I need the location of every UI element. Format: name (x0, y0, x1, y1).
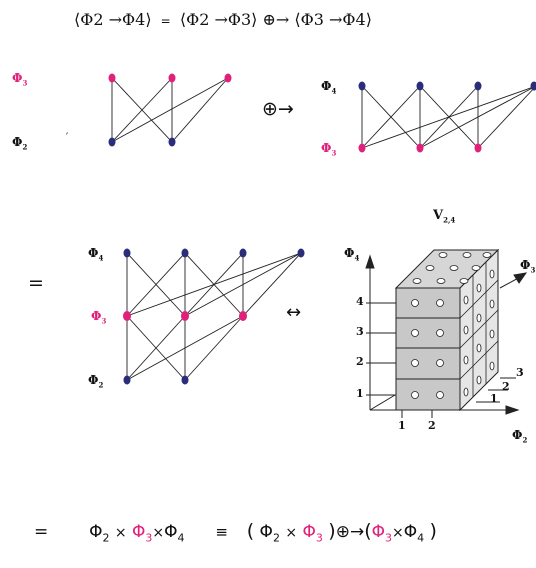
cube-axis-phi3: Φ3 (520, 258, 536, 275)
graph-phi3-phi4-nodes (358, 81, 536, 153)
graph-phi2-phi3-edges (111, 77, 229, 143)
top-equation: ⟨Φ2 →Φ4⟩ = ⟨Φ2 →Φ3⟩ ⊕→ ⟨Φ3 →Φ4⟩ (74, 10, 372, 29)
graph-phi3-phi4-edges (361, 85, 536, 149)
cube-z-tick-2: 2 (502, 380, 510, 393)
bottom-open-paren-1: ( (246, 520, 255, 542)
bottom-close-paren-2: ) (429, 520, 437, 542)
cube-x-tick-1: 1 (398, 419, 406, 432)
cube-y-tick-4: 4 (356, 295, 364, 308)
label-phi2-graph-a: Φ2 (12, 135, 28, 152)
label-phi2-graph-c: Φ2 (88, 373, 104, 390)
bottom-phi2-b: Φ2 (259, 522, 280, 545)
cube-z-tick-3: 3 (516, 366, 524, 379)
graph-composed-nodes (123, 248, 305, 385)
top-equation-left: ⟨Φ2 →Φ4⟩ (74, 10, 152, 29)
bottom-equation: = Φ2 × Φ3×Φ4 ≡ ( Φ2 × Φ3 )⊕→(Φ3×Φ4 ) (34, 520, 437, 544)
label-phi3-graph-a: Φ3 (12, 71, 28, 88)
bottom-phi3-b: Φ3 (302, 522, 323, 545)
oplus-arrow-1: ⊕→ (262, 98, 294, 120)
label-phi3-graph-c: Φ3 (91, 309, 107, 326)
cube-y-tick-2: 2 (356, 355, 364, 368)
bottom-phi4-c: Φ4 (403, 522, 425, 545)
bottom-phi4: Φ4 (164, 522, 185, 545)
bottom-open-paren-2: ( (364, 520, 372, 542)
bottom-times-2: × (152, 525, 165, 541)
bottom-oplus-arrow: ⊕→ (335, 522, 365, 542)
equals-sign-middle: = (28, 272, 44, 294)
graph-composed-edges (126, 252, 302, 381)
label-phi4-graph-b: Φ4 (321, 79, 337, 96)
cube-y-tick-3: 3 (356, 325, 364, 338)
cube-axis-phi4: Φ4 (344, 246, 360, 263)
bottom-phi2: Φ2 (89, 522, 110, 545)
bottom-phi3-c: Φ3 (371, 522, 393, 545)
equivalence-arrow: ↔ (286, 302, 302, 323)
bottom-times-3: × (285, 525, 298, 541)
bottom-times-4: × (392, 525, 404, 541)
top-equation-equals: = (160, 14, 171, 28)
stray-tick-mark: ´ (64, 133, 69, 144)
cube-figure (365, 248, 528, 418)
bottom-close-paren-1: ) (328, 520, 336, 542)
cube-title-v24: V2,4 (433, 208, 456, 225)
cube-axis-phi2: Φ2 (512, 428, 528, 445)
graph-phi2-phi3-nodes (108, 73, 232, 147)
top-equation-right: ⟨Φ2 →Φ3⟩ ⊕→ ⟨Φ3 →Φ4⟩ (179, 10, 372, 29)
label-phi4-graph-c: Φ4 (88, 246, 104, 263)
bottom-times-1: × (114, 525, 127, 541)
bottom-phi3: Φ3 (132, 522, 153, 545)
bottom-equals: = (34, 522, 49, 542)
label-phi3-graph-b: Φ3 (321, 141, 337, 158)
cube-y-tick-1: 1 (356, 387, 364, 400)
cube-x-tick-2: 2 (428, 419, 436, 432)
bottom-equiv: ≡ (215, 523, 228, 541)
cube-z-tick-1: 1 (490, 392, 498, 405)
